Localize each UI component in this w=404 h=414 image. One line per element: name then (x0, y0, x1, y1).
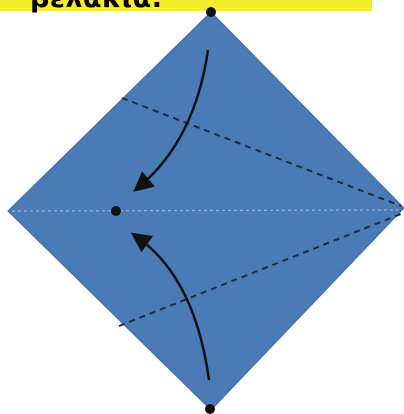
top-corner-dot (206, 7, 216, 17)
caption-highlight (0, 0, 372, 11)
caption-text: βελάκια. (30, 0, 163, 15)
bottom-corner-dot (205, 404, 215, 414)
fold-line-top (121, 97, 402, 207)
fold-arrow-bottom (130, 232, 211, 381)
center-crease-line (11, 209, 399, 212)
caption-band: βελάκια. (0, 0, 404, 20)
fold-arrow-top (133, 49, 210, 192)
center-dot (111, 206, 121, 216)
